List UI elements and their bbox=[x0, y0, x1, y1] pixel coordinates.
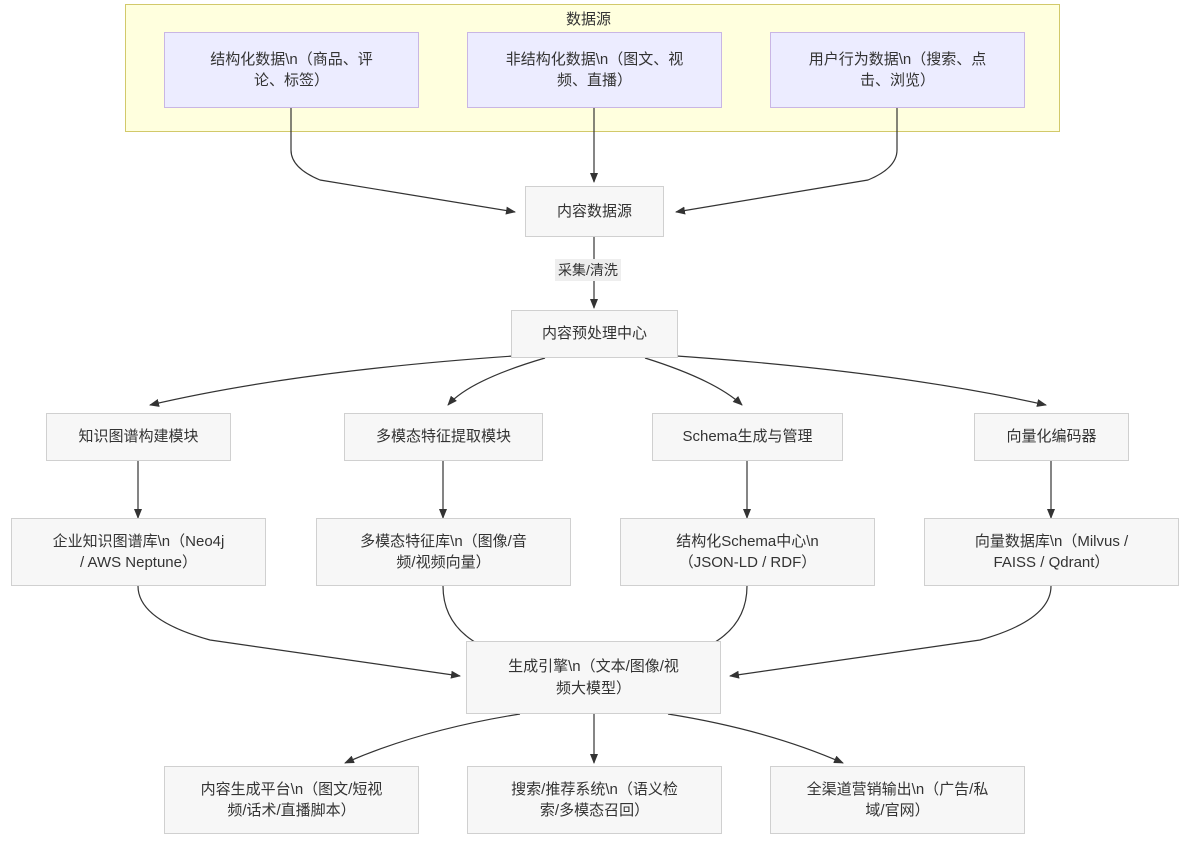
edge-preprocess-to-kg bbox=[149, 354, 529, 407]
edge-kg-store-to-engine bbox=[137, 585, 461, 679]
node-omni-marketing[interactable]: 全渠道营销输出\n（广告/私 域/官网） bbox=[770, 766, 1025, 834]
node-vector-db-label: 向量数据库\n（Milvus / FAISS / Qdrant） bbox=[974, 532, 1129, 571]
node-gen-engine[interactable]: 生成引擎\n（文本/图像/视 频大模型） bbox=[466, 641, 721, 714]
node-mm-feature-store-label: 多模态特征库\n（图像/音 频/视频向量） bbox=[360, 532, 527, 571]
node-schema-center[interactable]: 结构化Schema中心\n （JSON-LD / RDF） bbox=[620, 518, 875, 586]
node-content-platform-label: 内容生成平台\n（图文/短视 频/话术/直播脚本） bbox=[200, 780, 383, 819]
edge-preprocess-to-schema bbox=[644, 357, 743, 406]
edge-preprocess-to-vector bbox=[661, 354, 1047, 407]
node-preprocess-center[interactable]: 内容预处理中心 bbox=[511, 310, 678, 358]
node-unstructured-data[interactable]: 非结构化数据\n（图文、视 频、直播） bbox=[467, 32, 722, 108]
node-schema-center-label: 结构化Schema中心\n （JSON-LD / RDF） bbox=[676, 532, 819, 571]
node-gen-engine-label: 生成引擎\n（文本/图像/视 频大模型） bbox=[508, 658, 679, 697]
node-mm-feature-module[interactable]: 多模态特征提取模块 bbox=[344, 413, 543, 461]
node-structured-data-label: 结构化数据\n（商品、评 论、标签） bbox=[210, 50, 373, 89]
node-behavior-data[interactable]: 用户行为数据\n（搜索、点 击、浏览） bbox=[770, 32, 1025, 108]
edge-engine-to-platform bbox=[344, 713, 521, 764]
node-content-platform[interactable]: 内容生成平台\n（图文/短视 频/话术/直播脚本） bbox=[164, 766, 419, 834]
node-kg-store-label: 企业知识图谱库\n（Neo4j / AWS Neptune） bbox=[52, 532, 225, 571]
node-structured-data[interactable]: 结构化数据\n（商品、评 论、标签） bbox=[164, 32, 419, 108]
edge-engine-to-marketing bbox=[667, 713, 844, 764]
node-search-rec[interactable]: 搜索/推荐系统\n（语义检 索/多模态召回） bbox=[467, 766, 722, 834]
node-preprocess-center-label: 内容预处理中心 bbox=[541, 325, 647, 343]
node-mm-feature-module-label: 多模态特征提取模块 bbox=[375, 428, 511, 446]
node-kg-build-module-label: 知识图谱构建模块 bbox=[78, 428, 199, 446]
edge-preprocess-to-mm bbox=[447, 357, 546, 406]
node-schema-module-label: Schema生成与管理 bbox=[682, 428, 813, 446]
node-schema-module[interactable]: Schema生成与管理 bbox=[652, 413, 843, 461]
node-vector-encoder-label: 向量化编码器 bbox=[1006, 428, 1097, 446]
subgraph-data-source-title: 数据源 bbox=[566, 11, 612, 28]
node-vector-encoder[interactable]: 向量化编码器 bbox=[974, 413, 1129, 461]
edge-label-collect-clean: 采集/清洗 bbox=[555, 259, 621, 281]
node-omni-marketing-label: 全渠道营销输出\n（广告/私 域/官网） bbox=[806, 780, 989, 819]
node-kg-store[interactable]: 企业知识图谱库\n（Neo4j / AWS Neptune） bbox=[11, 518, 266, 586]
node-behavior-data-label: 用户行为数据\n（搜索、点 击、浏览） bbox=[808, 50, 987, 89]
node-content-source-label: 内容数据源 bbox=[556, 202, 632, 220]
node-content-source[interactable]: 内容数据源 bbox=[525, 186, 664, 237]
node-vector-db[interactable]: 向量数据库\n（Milvus / FAISS / Qdrant） bbox=[924, 518, 1179, 586]
node-mm-feature-store[interactable]: 多模态特征库\n（图像/音 频/视频向量） bbox=[316, 518, 571, 586]
node-kg-build-module[interactable]: 知识图谱构建模块 bbox=[46, 413, 231, 461]
edge-vector-store-to-engine bbox=[729, 585, 1052, 679]
node-unstructured-data-label: 非结构化数据\n（图文、视 频、直播） bbox=[505, 50, 684, 89]
node-search-rec-label: 搜索/推荐系统\n（语义检 索/多模态召回） bbox=[511, 780, 678, 819]
